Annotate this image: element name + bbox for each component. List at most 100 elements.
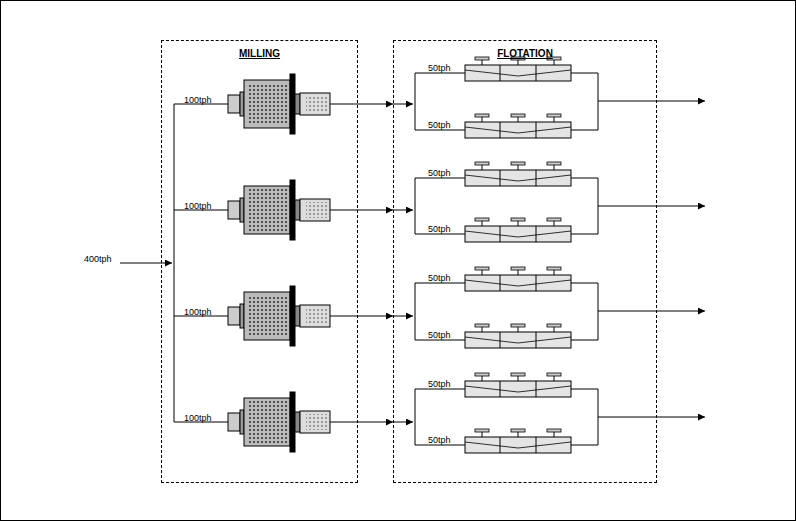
mill-discharge-line: [330, 422, 358, 423]
cell-divider: [500, 332, 501, 348]
impeller-shaft: [554, 117, 555, 122]
cell-tail-line: [571, 340, 598, 341]
impeller-motor: [475, 114, 489, 117]
impeller-shaft: [482, 221, 483, 226]
cell-v-bottom: [465, 70, 571, 76]
output-line: [598, 311, 705, 312]
flow-rate-label: 100tph: [184, 413, 212, 423]
impeller-shaft: [554, 165, 555, 170]
cell-divider: [536, 275, 537, 291]
impeller-shaft: [554, 270, 555, 275]
cell-tail-line: [571, 73, 598, 74]
flotation-cell: [465, 122, 571, 138]
impeller-shaft: [518, 327, 519, 332]
flotation-cell: [465, 65, 571, 81]
impeller-shaft: [518, 432, 519, 437]
mill-liner-dots: [247, 189, 287, 231]
impeller-shaft: [518, 270, 519, 275]
mill-liner-dots: [247, 295, 287, 337]
cell-divider: [500, 437, 501, 453]
flow-connector: [358, 316, 393, 317]
cell-v-bottom: [465, 231, 571, 237]
impeller-motor: [475, 373, 489, 376]
flow-rate-label: 100tph: [184, 201, 212, 211]
cell-divider: [536, 226, 537, 242]
flow-rate-label: 50tph: [428, 330, 451, 340]
cell-divider: [536, 437, 537, 453]
trommel-screen: [300, 199, 330, 221]
flotation-cell: [465, 226, 571, 242]
trommel-holes: [306, 96, 328, 112]
flotation-cell: [465, 170, 571, 186]
cell-tail-line: [571, 178, 598, 179]
cell-v-bottom: [465, 337, 571, 343]
feed-trunnion: [228, 95, 240, 113]
discharge-trunnion: [295, 412, 300, 432]
feed-head: [240, 304, 244, 328]
impeller-shaft: [554, 432, 555, 437]
impeller-shaft: [554, 376, 555, 381]
discharge-trunnion: [295, 200, 300, 220]
impeller-motor: [511, 162, 525, 165]
mill-shell: [244, 80, 290, 128]
feed-bus: [174, 104, 175, 422]
flotation-feed-line: [393, 210, 413, 211]
cell-divider: [536, 332, 537, 348]
cell-v-bottom: [465, 127, 571, 133]
impeller-shaft: [518, 376, 519, 381]
region-heading: FLOTATION: [394, 48, 656, 59]
flow-rate-label: 100tph: [184, 95, 212, 105]
cell-v-bottom: [465, 442, 571, 448]
mill-discharge-line: [330, 210, 358, 211]
split-line: [415, 73, 416, 130]
mill-discharge-line: [330, 104, 358, 105]
cell-divider: [500, 65, 501, 81]
impeller-shaft: [518, 165, 519, 170]
trommel-screen: [300, 305, 330, 327]
flow-rate-label: 50tph: [428, 379, 451, 389]
flow-rate-label: 50tph: [428, 224, 451, 234]
impeller-shaft: [482, 60, 483, 65]
impeller-shaft: [482, 376, 483, 381]
flotation-feed-line: [393, 422, 413, 423]
impeller-motor: [547, 267, 561, 270]
flow-connector: [358, 104, 393, 105]
cell-tail-line: [571, 445, 598, 446]
flotation-feed-line: [393, 104, 413, 105]
cell-divider: [500, 122, 501, 138]
impeller-motor: [475, 324, 489, 327]
mill-shell: [244, 186, 290, 234]
impeller-motor: [511, 218, 525, 221]
cell-divider: [500, 275, 501, 291]
feed-head: [240, 198, 244, 222]
impeller-motor: [511, 267, 525, 270]
impeller-motor: [547, 373, 561, 376]
cell-divider: [536, 170, 537, 186]
cell-divider: [536, 122, 537, 138]
cell-divider: [536, 381, 537, 397]
impeller-motor: [475, 57, 489, 60]
impeller-motor: [547, 429, 561, 432]
cell-tail-line: [571, 389, 598, 390]
cell-divider: [500, 170, 501, 186]
cell-tail-line: [571, 234, 598, 235]
mill-liner-dots: [247, 83, 287, 125]
impeller-shaft: [554, 60, 555, 65]
output-line: [598, 206, 705, 207]
mill-shell: [244, 398, 290, 446]
cell-tail-line: [571, 130, 598, 131]
flotation-cell: [465, 275, 571, 291]
feed-head: [240, 92, 244, 116]
cell-v-bottom: [465, 175, 571, 181]
impeller-motor: [511, 114, 525, 117]
split-line: [415, 178, 416, 234]
mill-shell: [244, 292, 290, 340]
discharge-trunnion: [295, 94, 300, 114]
impeller-motor: [547, 114, 561, 117]
flow-connector: [358, 422, 393, 423]
feed-line: [120, 263, 172, 264]
